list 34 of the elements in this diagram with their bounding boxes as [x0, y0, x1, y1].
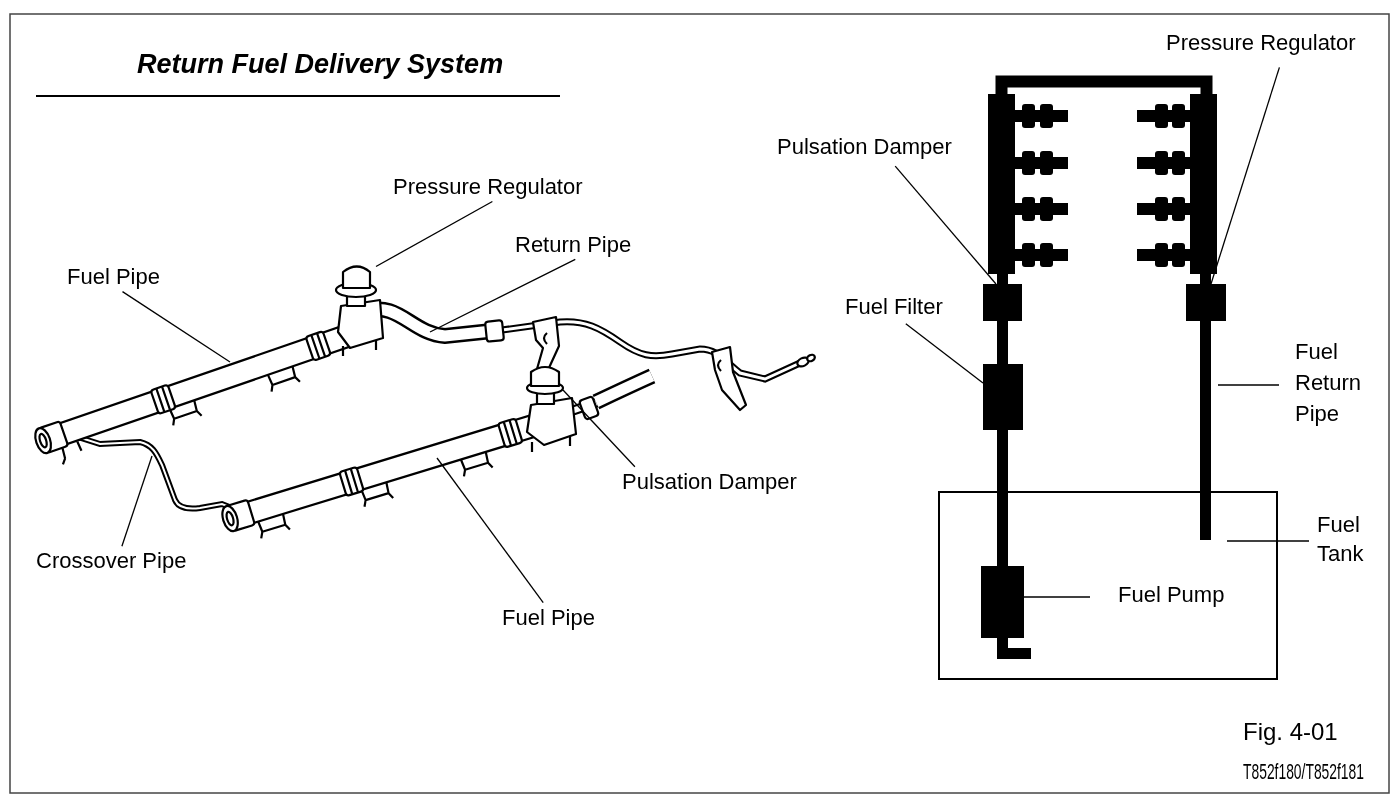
damper-block	[983, 284, 1022, 321]
diagram-title: Return Fuel Delivery System	[137, 48, 504, 81]
part-label: Fuel Return Pipe	[1295, 336, 1377, 429]
leader-line	[1210, 66, 1281, 285]
part-label: Fuel Tank	[1317, 510, 1379, 568]
regulator-block	[1186, 284, 1226, 321]
part-label: Pressure Regulator	[1166, 30, 1356, 56]
part-label: Fuel Pipe	[502, 605, 595, 631]
damper-drawing	[525, 365, 565, 406]
image-code: T852f180/T852f181	[1243, 759, 1364, 785]
leader-line	[121, 455, 153, 547]
leader-line	[121, 290, 231, 363]
part-label: Pulsation Damper	[777, 134, 952, 160]
leader-line	[436, 457, 544, 604]
part-label: Crossover Pipe	[36, 548, 187, 574]
leader-line	[894, 165, 997, 285]
leader-line	[1023, 596, 1091, 598]
leader-line	[562, 389, 636, 468]
leader-line	[1226, 540, 1310, 542]
pump-block	[981, 566, 1024, 638]
part-label: Pulsation Damper	[622, 469, 797, 495]
part-label: Fuel Pipe	[67, 264, 160, 290]
leader-line	[375, 200, 494, 268]
part-label: Pressure Regulator	[393, 174, 583, 200]
regulator-drawing	[334, 265, 378, 308]
leader-line	[1217, 384, 1280, 386]
part-label: Fuel Pump	[1118, 582, 1225, 608]
filter-block	[983, 364, 1023, 430]
fuel-tank-outline	[938, 491, 1278, 680]
leader-line	[905, 323, 984, 384]
figure-number: Fig. 4-01	[1243, 718, 1338, 746]
part-label: Fuel Filter	[845, 294, 943, 320]
part-label: Return Pipe	[515, 232, 632, 258]
leader-line	[429, 258, 576, 333]
